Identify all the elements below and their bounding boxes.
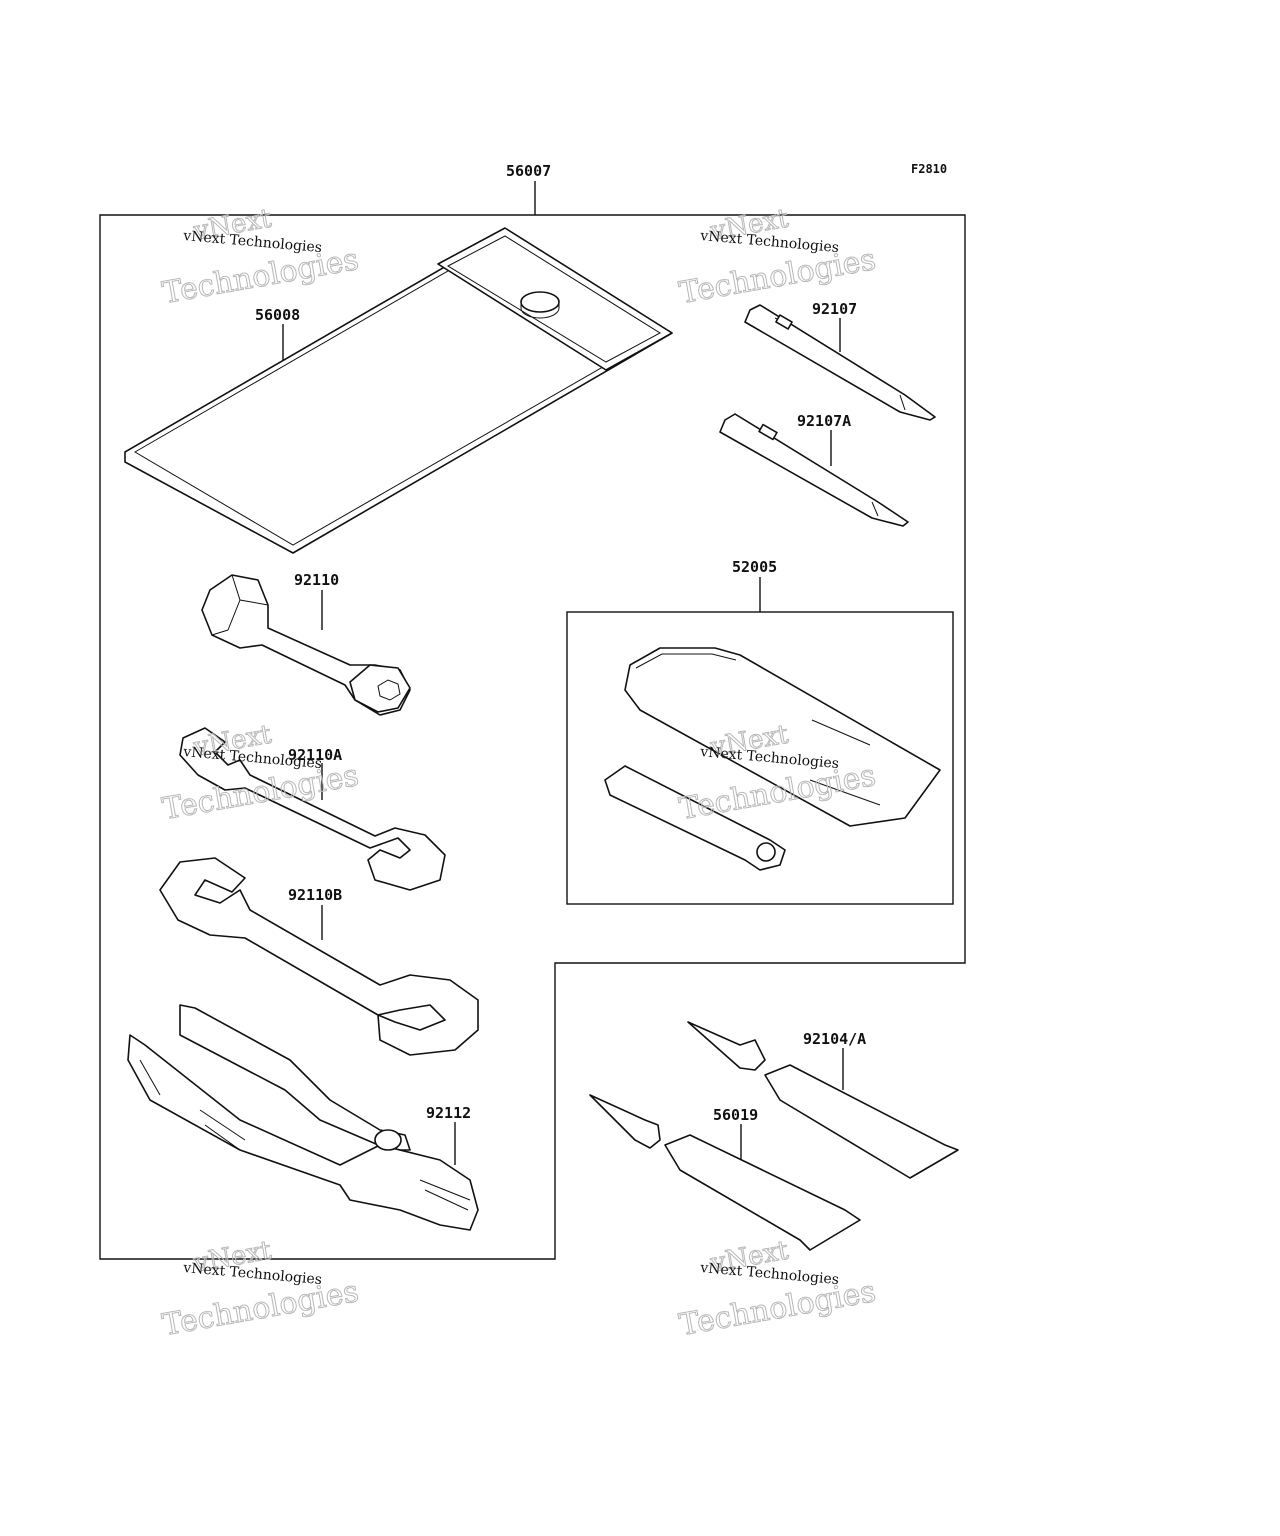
svg-text:Technologies: Technologies bbox=[160, 242, 362, 311]
tire-kit-part bbox=[604, 647, 941, 871]
label-wrench-a: 92110A bbox=[288, 746, 342, 764]
screwdriver-a-part bbox=[719, 413, 909, 527]
label-grease: 56019 bbox=[713, 1106, 758, 1124]
figure-code: F2810 bbox=[911, 162, 947, 176]
wrench-b-part bbox=[159, 857, 479, 1056]
label-screwdriver: 92107 bbox=[812, 300, 857, 318]
pliers-part bbox=[127, 1004, 479, 1231]
label-spark-plug-wrench: 92110 bbox=[294, 571, 339, 589]
label-tire-kit: 52005 bbox=[732, 558, 777, 576]
grease-tube-a-part bbox=[687, 1021, 959, 1179]
svg-text:Technologies: Technologies bbox=[677, 1274, 879, 1343]
label-pliers: 92112 bbox=[426, 1104, 471, 1122]
svg-text:Technologies: Technologies bbox=[160, 1274, 362, 1343]
label-screwdriver-a: 92107A bbox=[797, 412, 851, 430]
grease-tube-part bbox=[589, 1094, 861, 1251]
watermark-top-right: vNext Technologies vNext Technologies bbox=[676, 203, 879, 312]
watermark-bottom-left: vNext Technologies vNext Technologies bbox=[159, 1235, 362, 1344]
spark-plug-wrench-part bbox=[201, 574, 411, 716]
label-grease-a: 92104/A bbox=[803, 1030, 866, 1048]
tool-case-part bbox=[124, 227, 673, 554]
screwdriver-part bbox=[744, 304, 936, 421]
label-tool-kit: 56007 bbox=[506, 162, 551, 180]
wrench-a-part bbox=[179, 727, 446, 891]
label-case: 56008 bbox=[255, 306, 300, 324]
label-wrench-b: 92110B bbox=[288, 886, 342, 904]
watermark-bottom-right: vNext Technologies vNext Technologies bbox=[676, 1235, 879, 1344]
watermark-top-left: vNext Technologies vNext Technologies bbox=[159, 203, 362, 312]
tool-kit-outline bbox=[99, 214, 966, 1260]
